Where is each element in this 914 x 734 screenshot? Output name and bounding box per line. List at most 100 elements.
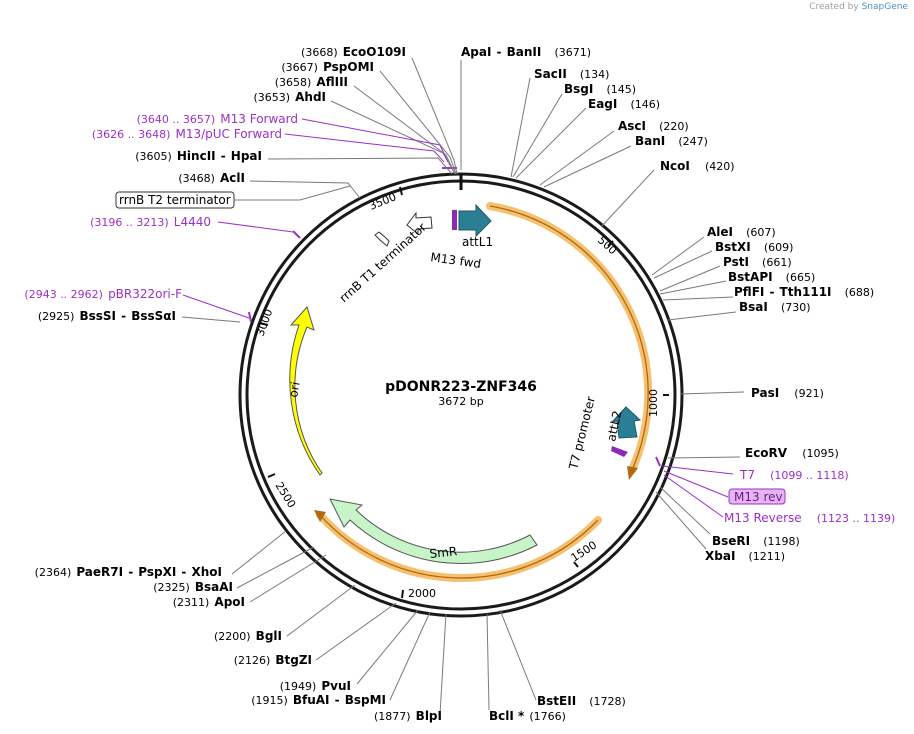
site-bcli: BclI * bbox=[489, 709, 525, 723]
site-bsssi: BssSI bbox=[79, 309, 116, 323]
site-ecoo109i: EcoO109I bbox=[343, 45, 406, 59]
svg-text:BstXI (609): BstXI (609) bbox=[715, 236, 793, 255]
site-labels-left: (3668) EcoO109I (3667) PspOMI (3658) Afl… bbox=[35, 41, 442, 724]
svg-text:BanI (247): BanI (247) bbox=[635, 130, 708, 149]
svg-text:(2325) BsaAI: (2325) BsaAI bbox=[153, 576, 233, 595]
site-pspxi: PspXI bbox=[138, 565, 176, 579]
svg-text:EagI (146): EagI (146) bbox=[588, 93, 660, 112]
site-apoi: ApoI bbox=[214, 595, 245, 609]
site-paer7i: PaeR7I bbox=[76, 565, 123, 579]
orf-arc-bottom bbox=[314, 510, 602, 582]
site-afliii: AflIII bbox=[316, 75, 348, 89]
site-bani: BanI bbox=[635, 134, 665, 148]
svg-text:EcoRV (1095): EcoRV (1095) bbox=[745, 442, 839, 461]
svg-text:(3668) EcoO109I: (3668) EcoO109I bbox=[301, 41, 406, 60]
svg-text:(2925) BssSI - BssSαI: (2925) BssSI - BssSαI bbox=[38, 305, 176, 324]
site-pflfi: PflFI bbox=[734, 285, 764, 299]
svg-text:PasI (921): PasI (921) bbox=[751, 382, 824, 401]
rrnb-t1-label: rrnB T1 terminator bbox=[337, 220, 429, 305]
svg-text:(2364) PaeR7I - PspXI - XhoI: (2364) PaeR7I - PspXI - XhoI bbox=[35, 561, 222, 580]
snapgene-logo: SnapGene bbox=[861, 2, 908, 12]
svg-text:(2943 .. 2962) pBR322ori-F: (2943 .. 2962) pBR322ori-F bbox=[24, 283, 182, 302]
svg-text:BstAPI (665): BstAPI (665) bbox=[728, 266, 815, 285]
site-acli: AclI bbox=[220, 171, 245, 185]
site-hincii: HincII bbox=[177, 149, 216, 163]
site-bsai: BsaI bbox=[739, 300, 768, 314]
svg-text:T7 (1099 .. 1118): T7 (1099 .. 1118) bbox=[739, 464, 849, 483]
site-labels-right: BclI * (1766) BstEII (1728) ApaI - BanII… bbox=[461, 45, 874, 724]
m13-rev-box bbox=[728, 488, 786, 505]
site-bspmi: BspMI bbox=[345, 693, 386, 707]
plasmid-name: pDONR223-ZNF346 bbox=[385, 379, 537, 395]
svg-text:rrnB T2 terminator: rrnB T2 terminator bbox=[119, 193, 231, 207]
snapgene-credit: Created by SnapGene bbox=[809, 2, 908, 12]
svg-text:(1949) PvuI: (1949) PvuI bbox=[280, 675, 351, 694]
primer-marks bbox=[248, 167, 661, 467]
primer-m13-forward: M13 Forward bbox=[220, 112, 298, 126]
svg-text:(3667) PspOMI: (3667) PspOMI bbox=[281, 56, 374, 75]
site-bsssai: BssSαI bbox=[131, 309, 176, 323]
site-ncoi: NcoI bbox=[660, 159, 690, 173]
m13-fwd-label: M13 fwd bbox=[430, 250, 482, 271]
backbone bbox=[238, 172, 684, 618]
credit-prefix: Created by bbox=[809, 2, 859, 12]
svg-text:(3605) HincII - HpaI: (3605) HincII - HpaI bbox=[135, 145, 262, 164]
site-bsteii: BstEII bbox=[537, 694, 576, 708]
t7-promoter-label: T7 promoter bbox=[566, 395, 598, 472]
site-bstapi: BstAPI bbox=[728, 270, 773, 284]
site-pasi: PasI bbox=[751, 386, 779, 400]
svg-text:AleI (607): AleI (607) bbox=[707, 221, 776, 240]
primer-m13-puc-forward: M13/pUC Forward bbox=[175, 127, 282, 141]
plasmid-length: 3672 bp bbox=[438, 395, 483, 408]
site-xbai: XbaI bbox=[705, 549, 735, 563]
tick-2000: 2000 bbox=[408, 587, 436, 600]
site-pvui: PvuI bbox=[321, 679, 351, 693]
site-leaders bbox=[181, 57, 745, 715]
primer-t7: T7 bbox=[739, 468, 755, 482]
svg-text:(1877) BlpI: (1877) BlpI bbox=[374, 705, 442, 724]
site-alei: AleI bbox=[707, 225, 733, 239]
svg-text:BsaI (730): BsaI (730) bbox=[739, 296, 811, 315]
svg-text:(2200) BglI: (2200) BglI bbox=[214, 625, 282, 644]
attl2-label: attL2 bbox=[604, 409, 624, 442]
site-btgzi: BtgZI bbox=[275, 653, 312, 667]
svg-text:XbaI (1211): XbaI (1211) bbox=[705, 545, 785, 564]
attl1-feature: attL1 M13 fwd bbox=[430, 203, 493, 271]
svg-text:M13 Reverse (1123 .. 1139): M13 Reverse (1123 .. 1139) bbox=[724, 507, 895, 526]
primer-leaders bbox=[182, 118, 734, 518]
attl2-feature: attL2 T7 promoter bbox=[566, 395, 642, 472]
ori-label: ori bbox=[286, 381, 302, 399]
svg-text:BsgI (145): BsgI (145) bbox=[564, 78, 636, 97]
svg-text:BclI * (1766): BclI * (1766) bbox=[489, 705, 566, 724]
ori-feature: ori bbox=[286, 306, 323, 476]
attl1-label: attL1 bbox=[462, 235, 493, 249]
site-bgli: BglI bbox=[256, 629, 282, 643]
site-banii: BanII bbox=[507, 45, 542, 59]
site-ecorv: EcoRV bbox=[745, 446, 788, 460]
svg-text:BstEII (1728): BstEII (1728) bbox=[537, 690, 626, 709]
site-blpi: BlpI bbox=[416, 709, 442, 723]
site-hpai: HpaI bbox=[231, 149, 262, 163]
site-bsaai: BsaAI bbox=[195, 580, 233, 594]
orf-arc-right bbox=[486, 202, 653, 480]
svg-text:PstI (661): PstI (661) bbox=[723, 251, 792, 270]
scale-ticks bbox=[258, 186, 669, 599]
svg-text:SacII (134): SacII (134) bbox=[534, 63, 609, 82]
rrnb-t1-feature: rrnB T1 terminator bbox=[337, 211, 433, 305]
svg-text:(3640 .. 3657) M13 Forward: (3640 .. 3657) M13 Forward bbox=[137, 108, 298, 127]
svg-text:(2311) ApoI: (2311) ApoI bbox=[173, 591, 245, 610]
svg-text:(3626 .. 3648) M13/pUC Forward: (3626 .. 3648) M13/pUC Forward bbox=[92, 123, 282, 142]
site-psti: PstI bbox=[723, 255, 749, 269]
svg-text:(2126) BtgZI: (2126) BtgZI bbox=[234, 649, 312, 668]
svg-text:AscI (220): AscI (220) bbox=[618, 115, 689, 134]
svg-text:(3658) AflIII: (3658) AflIII bbox=[275, 71, 348, 90]
svg-text:BseRI (1198): BseRI (1198) bbox=[712, 530, 800, 549]
primer-m13-rev: M13 rev bbox=[734, 490, 783, 504]
tick-1000: 1000 bbox=[647, 389, 660, 417]
site-bfuai: BfuAI bbox=[293, 693, 330, 707]
svg-text:(3196 .. 3213) L4440: (3196 .. 3213) L4440 bbox=[90, 211, 211, 230]
primer-l4440: L4440 bbox=[174, 215, 211, 229]
site-bseri: BseRI bbox=[712, 534, 750, 548]
primer-pbr322ori-f: pBR322ori-F bbox=[108, 287, 182, 301]
